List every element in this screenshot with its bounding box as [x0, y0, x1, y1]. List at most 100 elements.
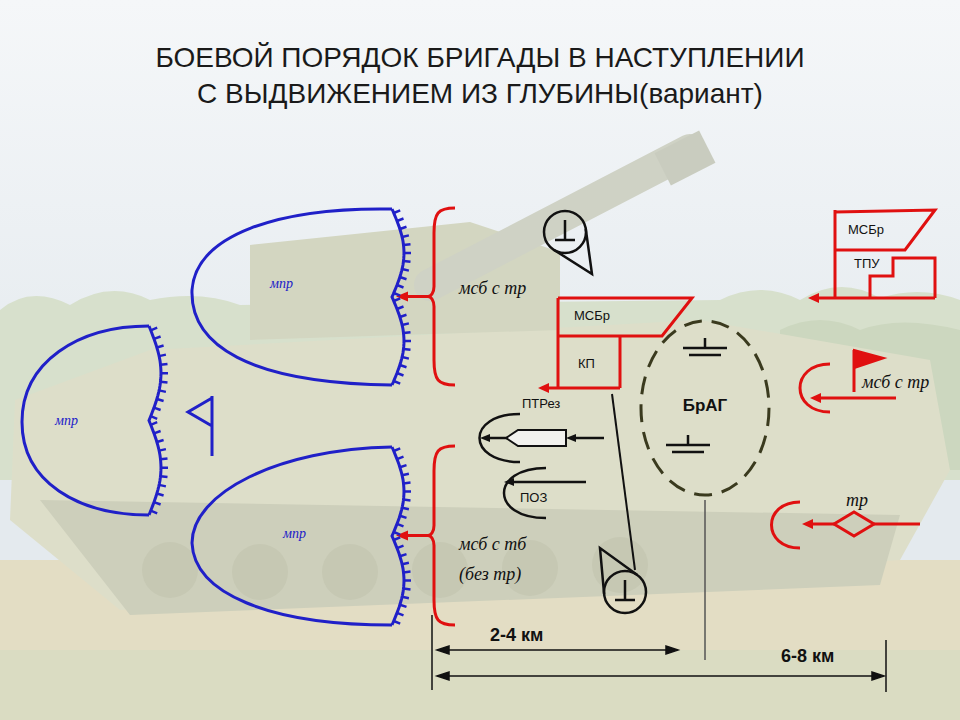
direction-line [546, 387, 620, 390]
flag-pennant [854, 350, 884, 368]
tank-company: тр [762, 490, 922, 550]
dimension-arrow [666, 646, 678, 654]
platoon-area: мпр [18, 322, 153, 518]
direction-line [812, 523, 920, 526]
observation-post-flag [188, 396, 212, 456]
dimension-lines [432, 500, 886, 692]
dimension-arrow [437, 672, 449, 680]
arrow-head [566, 434, 576, 442]
front-hatching [394, 448, 411, 623]
dimension-arrow [872, 672, 884, 680]
dimension-line [445, 675, 876, 677]
red-bracket [428, 208, 455, 385]
detachment-arrow [512, 481, 586, 484]
artillery-group: БрАГ [638, 318, 772, 498]
node-label: ПОЗ [520, 490, 547, 506]
arrow-head [538, 383, 549, 393]
mortar-position [604, 571, 646, 613]
direction-line [818, 297, 935, 300]
flag-pole [557, 298, 560, 388]
mortar-position [544, 211, 586, 253]
mortar-position-tail [600, 548, 637, 594]
arrow-head [810, 393, 821, 403]
mortar-position-tail [554, 229, 592, 274]
reserve-battalion: мсб с тр [786, 346, 954, 418]
node-outline [538, 294, 696, 392]
dimension-tick [431, 615, 433, 690]
node-outline [188, 205, 396, 388]
direction-line [820, 397, 896, 400]
artillery-symbol [683, 338, 727, 355]
gun-muzzle [655, 131, 716, 186]
boundary-line [612, 394, 635, 570]
dimension-label: 6-8 км [781, 645, 834, 667]
antitank-reserve: ПТРез [466, 396, 606, 464]
battalion-connector [396, 292, 428, 302]
vehicle-tracks [40, 500, 900, 615]
node-label: тр [846, 490, 868, 510]
arrow-head [480, 434, 490, 442]
arrow-head [504, 478, 514, 486]
platoon-area: мпр [188, 443, 396, 628]
red-bracket [428, 446, 455, 625]
battalion-connector [396, 531, 428, 541]
platoon-outline [192, 447, 392, 625]
dimension-arrow [437, 646, 449, 654]
firing-position-symbols [544, 211, 646, 613]
flag-cloth [558, 298, 692, 336]
node-label: мпр [55, 412, 78, 430]
dimension-tick [885, 640, 887, 692]
connector-line [406, 295, 428, 298]
node-label: МСБр [574, 308, 610, 324]
node-label: ПТРез [522, 396, 560, 412]
node-label: ТПУ [854, 256, 880, 272]
node-label: МСБр [848, 222, 884, 238]
dimension-line [445, 649, 670, 651]
mortar-mark [555, 220, 575, 240]
platoon-outline [22, 326, 149, 515]
node-outline [18, 322, 153, 518]
node-label: мсб с тр [862, 372, 929, 392]
antitank-symbol [506, 430, 566, 446]
flag-pole [834, 210, 837, 298]
unit-outline [772, 502, 801, 548]
artillery-symbol [666, 435, 710, 452]
approach-arrow [574, 437, 604, 440]
arrow-head [802, 519, 813, 529]
connector-line [406, 534, 428, 537]
node-outline [762, 490, 922, 550]
flag-cloth [835, 210, 935, 250]
node-label: мпр [283, 525, 306, 543]
platoon-front [149, 326, 161, 515]
platoon-area: мпр [188, 205, 396, 388]
mortar-mark [615, 580, 635, 600]
gun-barrel [430, 150, 690, 285]
post-box [619, 336, 622, 388]
obstacle-detachment: ПОЗ [490, 464, 590, 522]
battalion-bracket: мсб с тб (без тр) [428, 443, 542, 628]
platoon-front [392, 209, 404, 385]
diagram-title: БОЕВОЙ ПОРЯДОК БРИГАДЫ В НАСТУПЛЕНИИ С В… [80, 40, 880, 112]
node-label: мсб с тб (без тр) [459, 529, 539, 589]
unit-outline [800, 364, 830, 412]
platoon-front [392, 447, 404, 625]
rear-command-post-flag: МСБрТПУ [808, 206, 938, 304]
command-post-flag: МСБрКП [538, 294, 696, 392]
platoon-outline [192, 209, 392, 385]
post-steps [870, 258, 935, 298]
dimension-tick [704, 500, 706, 660]
dimension-label: 2-4 км [490, 624, 543, 646]
arrow-head [808, 293, 819, 303]
node-label: БрАГ [638, 396, 772, 416]
node-label: мсб с тр [459, 278, 526, 298]
tank-diamond [834, 512, 874, 536]
battalion-bracket: мсб с тр [428, 205, 548, 388]
node-label: КП [578, 356, 595, 372]
node-outline [808, 206, 938, 304]
node-label: мпр [270, 275, 293, 293]
front-hatching [394, 210, 411, 383]
front-hatching [151, 328, 168, 514]
